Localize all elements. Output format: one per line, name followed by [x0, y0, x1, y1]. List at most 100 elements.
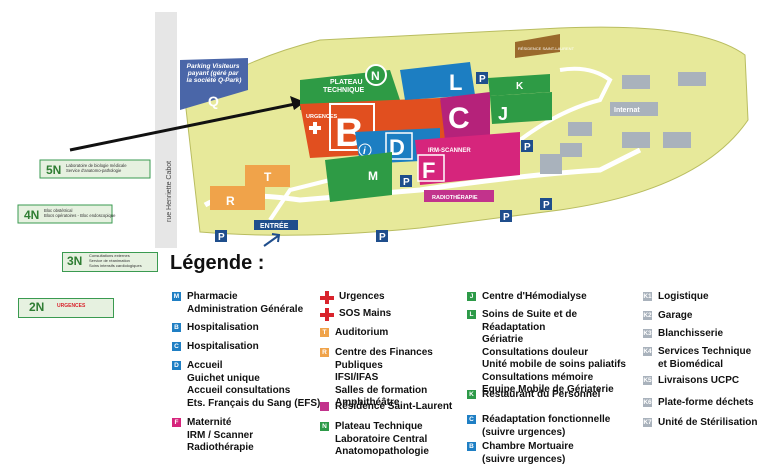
legend-key-icon: K2 — [643, 311, 652, 320]
legend-key-icon: R — [320, 348, 329, 357]
legend-item-line: et Biomédical — [658, 359, 751, 372]
legend-item-line: Administration Générale — [187, 304, 303, 317]
legend-item-line: Salles de formation — [335, 385, 470, 398]
entrance-arrow-icon — [264, 234, 279, 246]
legend-item-line: (suivre urgences) — [482, 427, 610, 440]
building-k1 — [622, 75, 650, 89]
building-c-letter: C — [448, 102, 470, 135]
floor-2n-level: 2N — [29, 300, 44, 314]
svg-text:P: P — [524, 142, 531, 153]
legend-item-line: Laboratoire Central — [335, 434, 429, 447]
legend-item-line: Gériatrie — [482, 334, 642, 347]
legend-key-icon — [320, 402, 329, 411]
svg-text:P: P — [403, 177, 410, 188]
legend-key-icon: F — [172, 418, 181, 427]
svg-text:Blocs opératoires - Bloc endos: Blocs opératoires - Bloc endoscopique — [44, 213, 116, 218]
building-m — [325, 152, 392, 202]
building-k-letter: K — [516, 81, 524, 92]
svg-text:P: P — [379, 232, 386, 243]
legend-item-line: Guichet unique — [187, 373, 320, 386]
legend-key-icon: T — [320, 328, 329, 337]
legend-item: SOS Mains — [320, 308, 391, 321]
building-r — [210, 186, 265, 210]
svg-text:P: P — [218, 232, 225, 243]
floor-3n-line: Soins intensifs cardiologiques — [89, 263, 142, 268]
building-k4 — [663, 132, 691, 148]
legend-key-icon: C — [467, 415, 476, 424]
legend-item: Urgences — [320, 291, 385, 304]
legend-item-line: IFSI/IFAS — [335, 372, 470, 385]
legend-item-text: Résidence Saint-Laurent — [335, 401, 452, 414]
svg-text:P: P — [479, 74, 486, 85]
legend-item-line: Hospitalisation — [187, 322, 259, 335]
legend-item-line: Blanchisserie — [658, 328, 723, 341]
building-t-letter: T — [264, 170, 272, 184]
legend-item-line: Services Technique — [658, 346, 751, 359]
legend-item-line: Hospitalisation — [187, 341, 259, 354]
irm-label: IRM-SCANNER — [428, 148, 471, 154]
legend-item-line: SOS Mains — [339, 308, 391, 321]
building-m-letter: M — [368, 169, 378, 183]
floor-2n: 2N URGENCES — [18, 298, 114, 318]
parking-q-letter: Q — [208, 93, 219, 109]
legend-item: K2 Garage — [643, 310, 692, 323]
legend-item-line: Pharmacie — [187, 291, 303, 304]
legend-item-line: Consultations douleur — [482, 347, 642, 360]
building-r-letter: R — [226, 194, 235, 208]
legend-key-icon: K5 — [643, 376, 652, 385]
legend-item-line: (suivre urgences) — [482, 454, 574, 466]
building-k3 — [622, 132, 650, 148]
legend-item: Résidence Saint-Laurent — [320, 401, 452, 414]
legend-title: Légende : — [170, 252, 264, 275]
legend-item-text: Unité de Stérilisation — [658, 417, 757, 430]
legend-item-text: Chambre Mortuaire(suivre urgences) — [482, 441, 574, 466]
legend-item-line: Accueil — [187, 360, 320, 373]
legend-item-line: Réadaptation fonctionnelle — [482, 414, 610, 427]
legend-key-icon: K4 — [643, 347, 652, 356]
building-f-letter: F — [422, 158, 435, 183]
legend-item-line: Unité mobile de soins paliatifs — [482, 359, 642, 372]
svg-text:5N: 5N — [46, 163, 61, 177]
svg-text:Service d'anatomo-pathologie: Service d'anatomo-pathologie — [66, 168, 122, 173]
floor-3n-level: 3N — [67, 254, 82, 268]
legend-item-text: Centre d'Hémodialyse — [482, 291, 587, 304]
entrance-label: ENTRÉE — [260, 221, 289, 230]
legend-item-line: Restaurant du Personnel — [482, 389, 600, 402]
legend-key-icon: K3 — [643, 329, 652, 338]
legend-item-text: Livraisons UCPC — [658, 375, 739, 388]
street-label: rue Henriette Cabot — [166, 161, 173, 222]
legend-key-icon: D — [172, 361, 181, 370]
internat-label: Internat — [614, 107, 640, 114]
floor-5n: 5N Laboratoire de biologie médicale Serv… — [40, 160, 150, 178]
emergency-cross-icon — [320, 308, 334, 321]
legend-key-icon: K6 — [643, 398, 652, 407]
legend-item-line: Radiothérapie — [187, 442, 254, 455]
legend-item: C Réadaptation fonctionnelle(suivre urgen… — [467, 414, 610, 439]
legend-key-icon: B — [172, 323, 181, 332]
legend-item-line: Résidence Saint-Laurent — [335, 401, 452, 414]
legend-item-text: Logistique — [658, 291, 709, 304]
urgences-cross-icon-bar — [309, 126, 321, 130]
svg-text:P: P — [543, 200, 550, 211]
legend-item-line: Consultations mémoire — [482, 372, 642, 385]
legend-key-icon: M — [172, 292, 181, 301]
legend-item-text: Garage — [658, 310, 692, 323]
legend-item-line: Maternité — [187, 417, 254, 430]
legend-key-icon: K1 — [643, 292, 652, 301]
legend-item: K5 Livraisons UCPC — [643, 375, 739, 388]
legend-item-line: IRM / Scanner — [187, 430, 254, 443]
svg-text:P: P — [503, 212, 510, 223]
building-k7 — [540, 154, 562, 174]
floor-3n: 3N Consultations externes Service de réa… — [62, 252, 158, 272]
